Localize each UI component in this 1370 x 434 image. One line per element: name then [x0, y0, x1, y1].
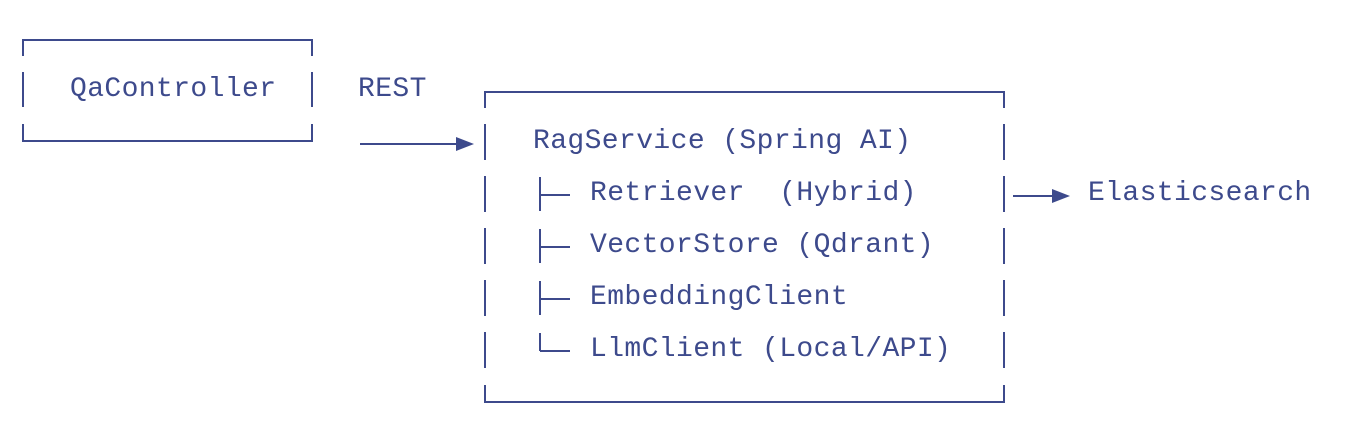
component-label: LlmClient (Local/API)	[590, 334, 952, 365]
controller-box-border	[22, 39, 313, 142]
controller-label: QaController	[70, 74, 277, 105]
elasticsearch-arrow	[1013, 189, 1070, 203]
tree-last-branch-icon	[539, 333, 570, 352]
service-box-border	[484, 91, 1005, 403]
tree-branch-icon	[539, 229, 570, 263]
rest-label: REST	[358, 74, 427, 105]
elasticsearch-label: Elasticsearch	[1088, 178, 1312, 209]
service-title: RagService (Spring AI)	[533, 126, 912, 157]
tree-branch-icon	[539, 281, 570, 315]
component-label: Retriever (Hybrid)	[590, 178, 917, 209]
component-label: VectorStore (Qdrant)	[590, 230, 935, 261]
rest-arrow	[360, 137, 474, 151]
component-label: EmbeddingClient	[590, 282, 849, 313]
tree-branch-icon	[539, 177, 570, 211]
